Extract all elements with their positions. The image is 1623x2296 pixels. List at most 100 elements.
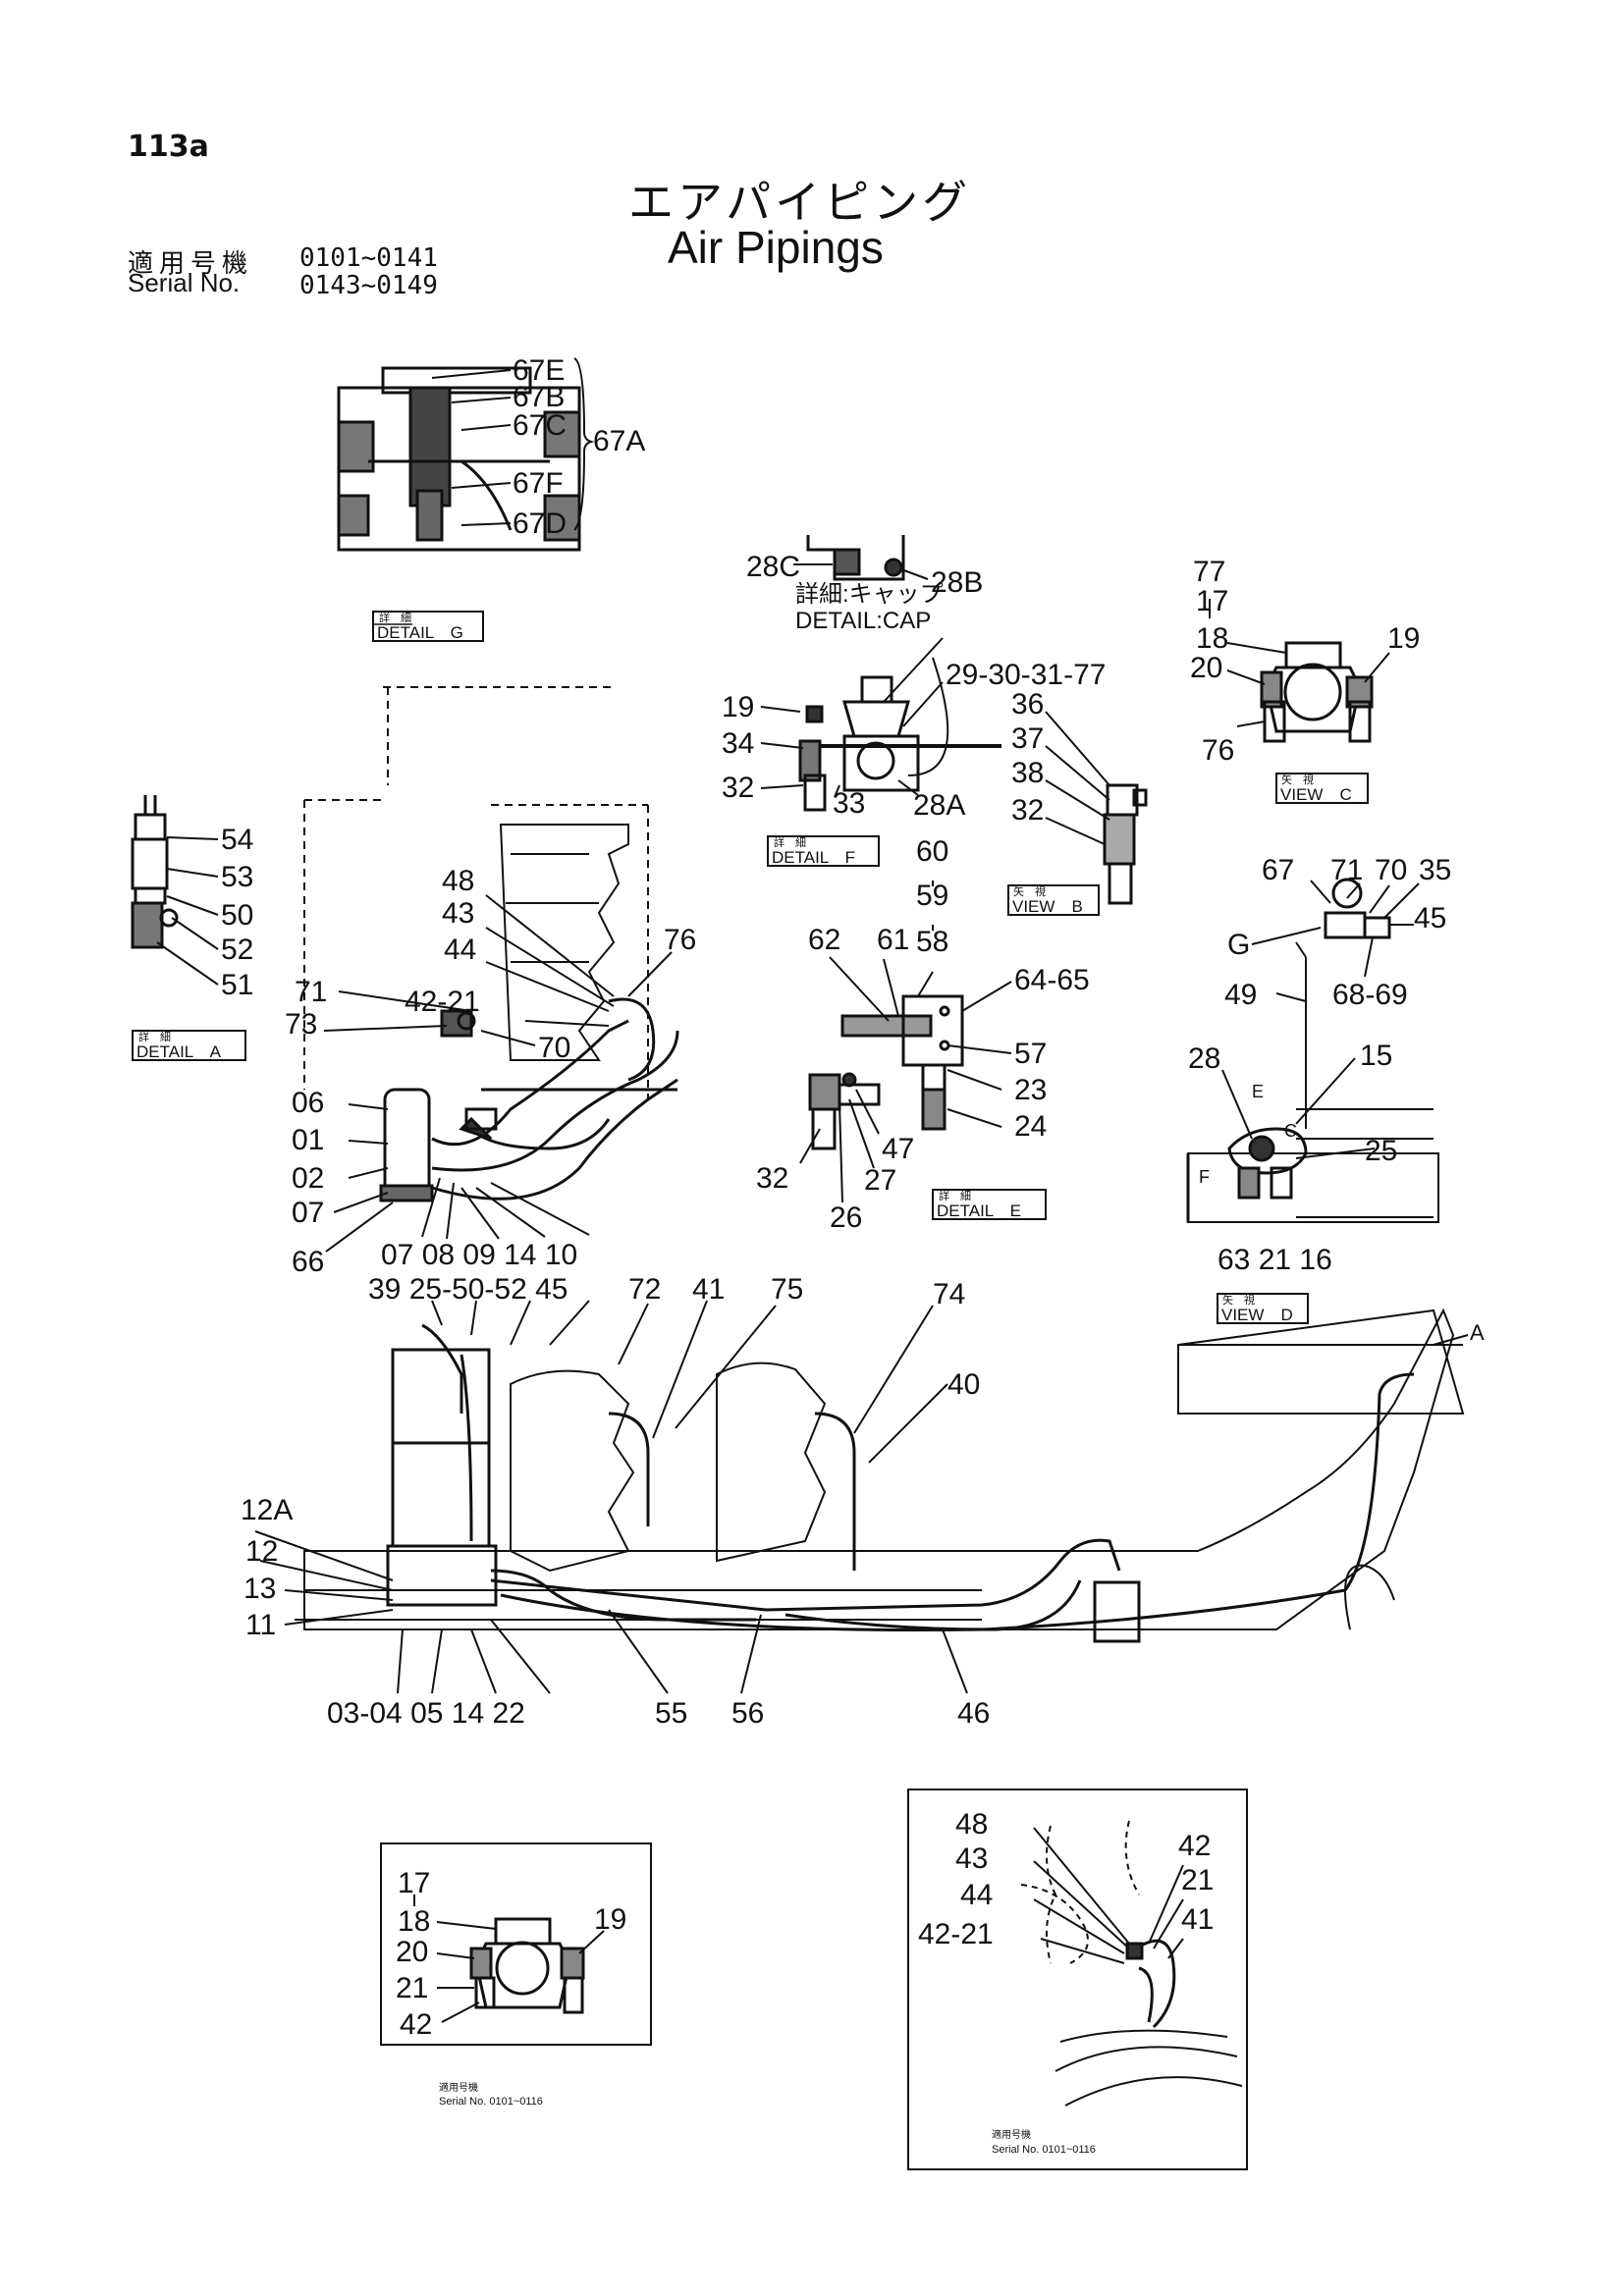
view-c-label: 矢 視 VIEW C	[1275, 773, 1369, 804]
detail-f-regulator	[798, 637, 1001, 812]
callout-19: 19	[1387, 622, 1420, 655]
callout-37: 37	[1011, 722, 1044, 755]
callout-43: 43	[442, 897, 474, 930]
view-b-label: 矢 視 VIEW B	[1007, 884, 1100, 916]
callout-50: 50	[221, 899, 253, 932]
detail-g-valve-section	[337, 366, 581, 552]
inset-left-callout-21: 21	[396, 1972, 428, 2004]
callout-C: C	[1284, 1121, 1297, 1141]
detail-e-en: DETAIL E	[937, 1201, 1021, 1220]
detail-a-en: DETAIL A	[136, 1042, 222, 1061]
callout-44: 44	[444, 934, 476, 966]
callout-07: 07	[292, 1197, 324, 1229]
engine-assembly-leaders	[323, 894, 673, 1253]
callout-13: 13	[243, 1573, 276, 1605]
callout-33: 33	[833, 787, 865, 820]
callout-32: 32	[756, 1162, 788, 1195]
callout-23: 23	[1014, 1074, 1047, 1106]
callout-29-30-31-77: 29-30-31-77	[946, 659, 1106, 691]
callout-61: 61	[877, 924, 909, 956]
detail-g-en: DETAIL G	[377, 623, 463, 642]
callout-32: 32	[722, 772, 754, 804]
callout-06: 06	[292, 1087, 324, 1119]
callout-67F: 67F	[513, 467, 564, 500]
callout-12A: 12A	[241, 1494, 293, 1526]
view-d-leaders	[1221, 880, 1420, 1159]
engine-block	[499, 824, 629, 1061]
callout-42-21: 42-21	[405, 986, 480, 1018]
callout-52: 52	[221, 934, 253, 966]
engine-main	[510, 1362, 827, 1573]
detail-g-label: 詳 細 DETAIL G	[372, 611, 484, 642]
callout-55: 55	[655, 1697, 687, 1730]
callout-41: 41	[692, 1273, 725, 1306]
view-c-en: VIEW C	[1280, 785, 1352, 804]
inset-left-callout-20: 20	[396, 1936, 428, 1968]
serial-range-2: 0143~0149	[299, 271, 438, 300]
detail-f-en: DETAIL F	[772, 848, 855, 867]
detail-e-label: 詳 細 DETAIL E	[932, 1189, 1047, 1220]
serial-label: Serial No.	[128, 268, 241, 297]
callout-02: 02	[292, 1162, 324, 1195]
callout-56: 56	[731, 1697, 764, 1730]
callout-row-03-04-05-14-22: 03-04 05 14 22	[327, 1697, 525, 1730]
callout-54: 54	[221, 824, 253, 856]
callout-32: 32	[1011, 794, 1044, 827]
callout-57: 57	[1014, 1038, 1047, 1070]
inset-right-callout-21: 21	[1181, 1864, 1214, 1896]
view-d-en: VIEW D	[1221, 1306, 1293, 1324]
inset-right-callout-41: 41	[1181, 1903, 1214, 1936]
callout-47: 47	[882, 1133, 914, 1165]
inset-right-callout-42: 42	[1178, 1830, 1211, 1862]
view-d-jp: 矢 視	[1222, 1293, 1255, 1307]
callout-51: 51	[221, 969, 253, 1001]
callout-68-69: 68-69	[1332, 979, 1408, 1011]
detail-cap	[793, 535, 929, 581]
callout-67E: 67E	[513, 354, 565, 387]
engine-assembly-outline	[303, 686, 649, 1099]
callout-62: 62	[808, 924, 840, 956]
inset-right-callout-42-21: 42-21	[918, 1918, 994, 1950]
inset-left-serial-jp: 適用号機	[439, 2081, 478, 2094]
callout-35: 35	[1419, 854, 1451, 886]
inset-right-callout-48: 48	[955, 1808, 988, 1841]
inset-left: 17 18 20 21 42 19 適用号機 Serial No. 0101~0…	[380, 1842, 652, 2108]
callout-E: E	[1252, 1082, 1264, 1101]
callout-77: 77	[1193, 556, 1225, 588]
inset-left-callout-18: 18	[398, 1905, 430, 1938]
callout-28: 28	[1188, 1042, 1220, 1075]
callout-28A: 28A	[913, 789, 965, 822]
serial-range-1: 0101~0141	[299, 243, 438, 273]
callout-71: 71	[1330, 854, 1363, 886]
callout-66: 66	[292, 1246, 324, 1278]
callout-row-07-08-09-14-10: 07 08 09 14 10	[381, 1239, 577, 1271]
detail-a-fitting	[131, 795, 179, 949]
inset-left-callout-42: 42	[400, 2008, 432, 2041]
inset-right: 48 43 44 42-21 42 21 41 適用号機 Serial No. …	[907, 1789, 1248, 2170]
detail-e-valve	[808, 994, 964, 1150]
detail-g-leaders	[431, 357, 595, 531]
callout-67D: 67D	[513, 507, 567, 540]
view-c-leaders	[1209, 599, 1390, 727]
callout-71: 71	[295, 976, 327, 1008]
callout-73: 73	[285, 1008, 317, 1041]
callout-70: 70	[1375, 854, 1407, 886]
detail-a-jp: 詳 細	[138, 1030, 171, 1043]
inset-right-serial: Serial No. 0101~0116	[992, 2144, 1096, 2156]
callout-75: 75	[771, 1273, 803, 1306]
callout-26: 26	[830, 1201, 862, 1234]
detail-f-label: 詳 細 DETAIL F	[767, 835, 880, 867]
callout-F: F	[1199, 1167, 1210, 1187]
view-b-en: VIEW B	[1012, 897, 1083, 916]
inset-right-serial-jp: 適用号機	[992, 2128, 1031, 2141]
callout-row-39-25-50-52-45: 39 25-50-52 45	[368, 1273, 568, 1306]
page-title-japanese: エアパイピング	[628, 176, 972, 229]
view-d-label: 矢 視 VIEW D	[1217, 1293, 1309, 1324]
page-title: Air Pipings	[668, 222, 884, 273]
callout-67C: 67C	[513, 409, 567, 442]
callout-45: 45	[1414, 902, 1446, 934]
inset-left-callout-19: 19	[594, 1903, 626, 1936]
detail-a-label: 詳 細 DETAIL A	[132, 1030, 246, 1061]
detail-f-leaders	[760, 681, 944, 798]
